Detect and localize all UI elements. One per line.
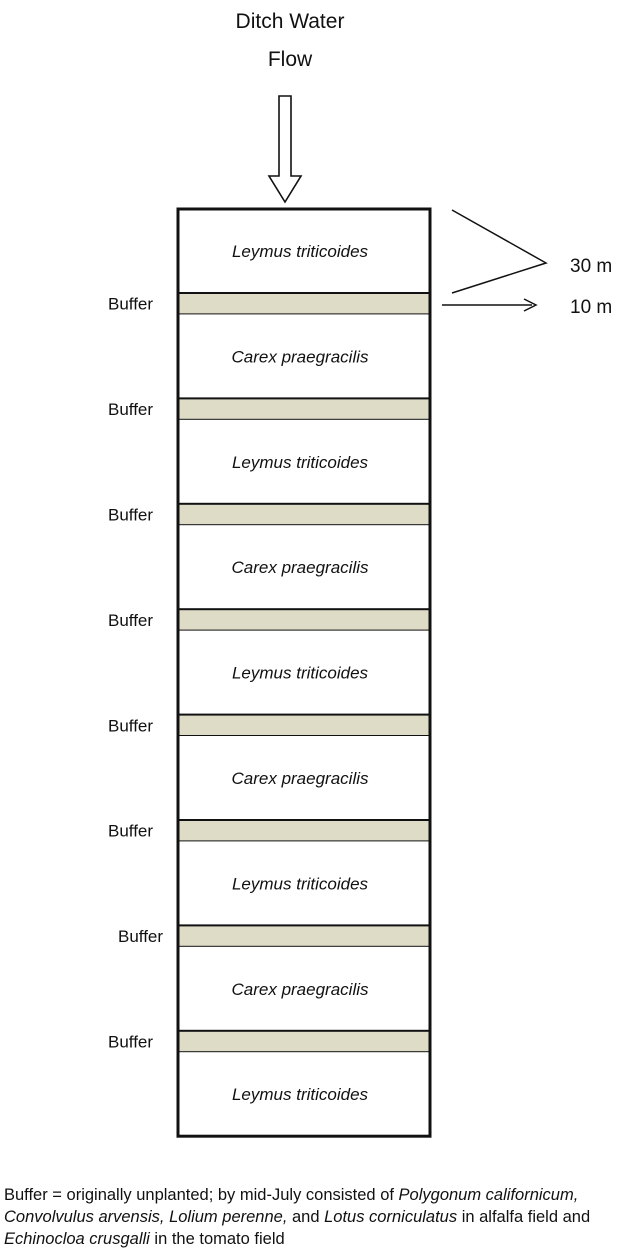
buffer-label: Buffer (108, 295, 153, 314)
planted-strip (178, 1052, 430, 1137)
dimension-label-30m: 30 m (570, 256, 612, 277)
planted-strip (178, 525, 430, 610)
buffer-label: Buffer (108, 400, 153, 419)
strip-species-label: Carex praegracilis (232, 558, 369, 577)
planted-strip (178, 736, 430, 820)
footnote-text-3: in alfalfa field and (457, 1208, 591, 1226)
buffer-strip (177, 292, 431, 316)
strip-species-label: Leymus triticoides (232, 453, 369, 472)
buffer-label: Buffer (108, 611, 153, 630)
footnote-text-1: Buffer = originally unplanted; by mid-Ju… (4, 1186, 399, 1204)
dimension-arrow-10m-head (523, 298, 538, 312)
buffer-strip (177, 608, 431, 632)
wetland-outline (176, 207, 432, 1138)
planted-strip (178, 209, 430, 293)
footnote-species-2: Lotus corniculatus (324, 1208, 458, 1226)
footnote-species-1: Polygonum californicum, Convolvulus arve… (4, 1186, 579, 1226)
strip-species-label: Carex praegracilis (232, 980, 369, 999)
buffer-label: Buffer (118, 927, 163, 946)
buffer-strip (177, 713, 431, 737)
footnote-text-2: and (287, 1208, 325, 1226)
buffer-footnote: Buffer = originally unplanted; by mid-Ju… (4, 1184, 632, 1250)
strip-species-label: Leymus triticoides (232, 242, 369, 261)
buffer-label: Buffer (108, 716, 153, 735)
title-line-2: Flow (267, 48, 313, 71)
buffer-label: Buffer (108, 506, 153, 525)
strip-species-label: Carex praegracilis (232, 769, 369, 788)
strip-species-label: Carex praegracilis (232, 347, 369, 366)
strip-species-label: Leymus triticoides (232, 1085, 369, 1104)
flow-arrow-icon (267, 95, 303, 204)
buffer-strip (177, 819, 431, 843)
strip-species-label: Leymus triticoides (232, 874, 369, 893)
dimension-label-10m: 10 m (570, 297, 612, 318)
planted-strip (178, 841, 430, 926)
buffer-strip (177, 397, 431, 421)
dimension-bracket-30m (451, 209, 548, 294)
buffer-strip (177, 924, 431, 948)
planted-strip (178, 419, 430, 504)
strip-species-label: Leymus triticoides (232, 664, 369, 683)
buffer-strip (177, 1029, 431, 1054)
footnote-species-3: Echinocloa crusgalli (4, 1230, 150, 1248)
planted-strip (178, 314, 430, 399)
buffer-strip (177, 502, 431, 527)
planted-strip (178, 946, 430, 1031)
buffer-label: Buffer (108, 822, 153, 841)
footnote-text-4: in the tomato field (149, 1230, 285, 1248)
title-line-1: Ditch Water (235, 10, 345, 33)
buffer-label: Buffer (108, 1033, 153, 1052)
planted-strip (178, 630, 430, 715)
